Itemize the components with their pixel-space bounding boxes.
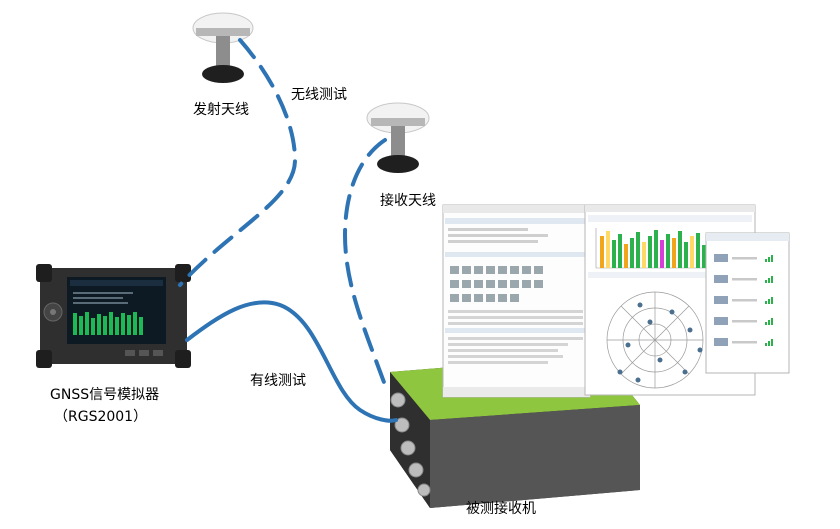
software-screenshots xyxy=(442,204,790,398)
wireless-test-label: 无线测试 xyxy=(291,87,347,103)
tx-antenna-label: 发射天线 xyxy=(193,102,249,118)
status-window xyxy=(442,204,591,398)
rx-antenna-label: 接收天线 xyxy=(380,193,436,209)
rx-antenna-cable-dashed xyxy=(342,138,387,387)
tx-antenna-cable-dashed xyxy=(178,38,298,287)
simulator-model-label: （RGS2001） xyxy=(54,409,148,425)
receiver-under-test-label: 被测接收机 xyxy=(466,501,536,517)
simulator-name-label: GNSS信号模拟器 xyxy=(50,387,160,403)
rx-antenna-icon xyxy=(366,102,430,173)
quality-window xyxy=(705,232,790,374)
gnss-simulator-device xyxy=(36,264,191,368)
wired-test-cable xyxy=(185,300,398,423)
sky-plot xyxy=(606,291,704,389)
tx-antenna-icon xyxy=(192,12,254,83)
wired-test-label: 有线测试 xyxy=(250,373,306,389)
